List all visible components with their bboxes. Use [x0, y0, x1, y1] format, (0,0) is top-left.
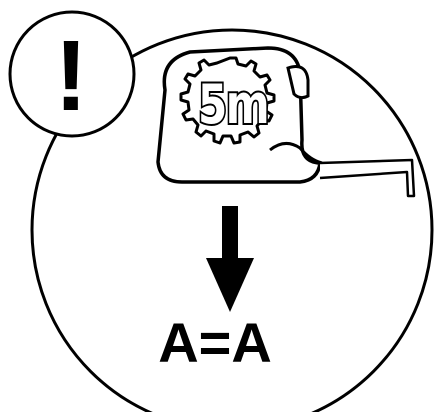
warning-symbol: !: [54, 20, 88, 132]
tape-measure-icon: [156, 46, 416, 198]
arrow-down-icon: [206, 206, 254, 312]
warning-badge-icon: [8, 10, 136, 138]
equation-caption: A=A: [158, 311, 272, 374]
tape-length-label: 5m: [196, 73, 271, 136]
